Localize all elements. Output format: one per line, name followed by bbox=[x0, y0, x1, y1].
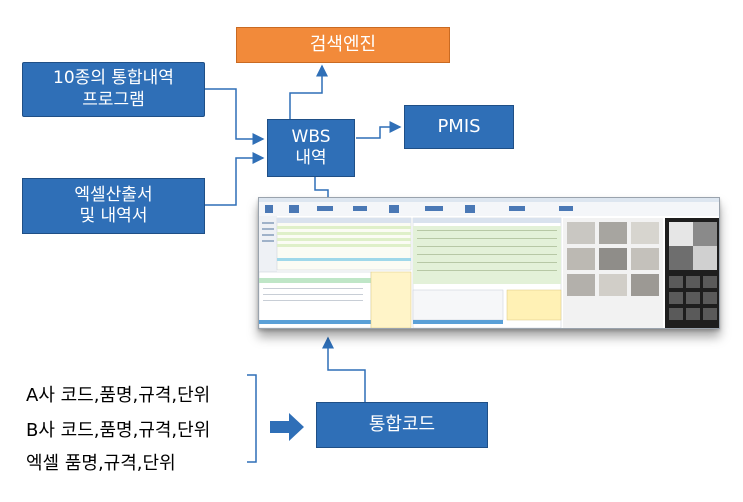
search-engine-box: 검색엔진 bbox=[236, 27, 450, 63]
inputs-bracket bbox=[247, 374, 257, 463]
block-arrow-icon bbox=[270, 413, 304, 441]
input-label-excel: 엑셀 품명,규격,단위 bbox=[26, 453, 176, 474]
line-excel-to-wbs bbox=[205, 152, 265, 206]
line-programs-to-wbs bbox=[205, 88, 265, 145]
pmis-box: PMIS bbox=[404, 105, 514, 149]
software-screenshot-image bbox=[259, 198, 719, 328]
input-label-b: B사 코드,품명,규격,단위 bbox=[26, 420, 211, 441]
line-wbs-to-screenshot bbox=[314, 177, 329, 197]
line-code-to-screenshot bbox=[322, 336, 366, 402]
software-screenshot bbox=[258, 197, 720, 329]
line-wbs-to-search bbox=[289, 64, 328, 119]
wbs-box: WBS 내역 bbox=[267, 119, 355, 177]
line-wbs-to-pmis bbox=[356, 121, 402, 139]
integrated-code-box: 통합코드 bbox=[316, 402, 488, 448]
integrated-programs-box: 10종의 통합내역 프로그램 bbox=[22, 62, 205, 117]
input-label-a: A사 코드,품명,규격,단위 bbox=[26, 385, 211, 406]
excel-estimates-box: 엑셀산출서 및 내역서 bbox=[22, 178, 205, 234]
